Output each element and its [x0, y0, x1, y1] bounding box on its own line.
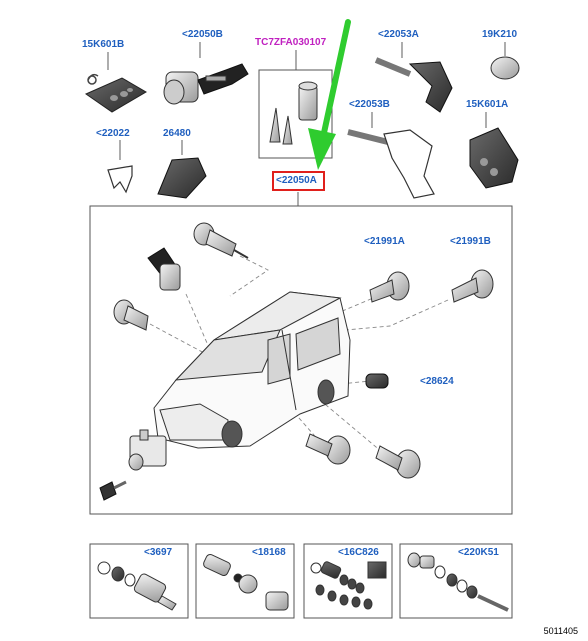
kit-box-18168 [195, 543, 295, 619]
ignition-cylinder-icon [147, 247, 181, 291]
label-3697[interactable]: <3697 [144, 547, 173, 558]
lock-part-28624-icon [365, 373, 389, 389]
figure-number: 5011405 [543, 626, 578, 636]
kit-16c826-parts-icon [310, 561, 387, 610]
label-220k51[interactable]: <220K51 [458, 547, 499, 558]
lock-cylinder-22050b-icon [163, 63, 249, 105]
label-18168[interactable]: <18168 [252, 547, 286, 558]
main-frame [89, 205, 513, 515]
remote-fob-15k601b-icon [84, 73, 147, 113]
kit-box-16c826 [303, 543, 393, 619]
label-22053a[interactable]: <22053A [378, 29, 419, 40]
tailgate-lock-icon [128, 429, 167, 471]
remote-key-15k601a-icon [469, 127, 519, 189]
clip-22022-icon [107, 165, 133, 194]
lock-cylinder-lower-right-icon [375, 445, 421, 479]
label-21991b[interactable]: <21991B [450, 236, 491, 247]
lock-cylinder-lower-left-icon [305, 433, 351, 465]
battery-19k210-icon [490, 56, 520, 80]
label-26480[interactable]: 26480 [163, 128, 191, 139]
label-16c826[interactable]: <16C826 [338, 547, 379, 558]
kit-3697-parts-icon [97, 561, 177, 611]
label-21991a[interactable]: <21991A [364, 236, 405, 247]
label-22050b[interactable]: <22050B [182, 29, 223, 40]
label-22050a[interactable]: <22050A [276, 175, 317, 186]
label-19k210[interactable]: 19K210 [482, 29, 518, 40]
repair-kit-box [258, 69, 333, 159]
green-arrow-icon [308, 19, 351, 170]
kit-box-3697 [89, 543, 189, 619]
key-22053a-icon [374, 57, 453, 113]
label-28624[interactable]: <28624 [420, 376, 454, 387]
key-cover-26480-icon [157, 157, 207, 199]
label-tc7zfa030107[interactable]: TC7ZFA030107 [255, 37, 327, 48]
van-illustration [153, 291, 351, 449]
small-key-icon [99, 480, 127, 501]
kit-220k51-parts-icon [407, 552, 509, 612]
lock-cylinder-21991b-icon [451, 269, 494, 303]
lock-cylinder-left-icon [113, 299, 149, 331]
label-22022[interactable]: <22022 [96, 128, 130, 139]
label-15k601b[interactable]: 15K601B [82, 39, 125, 50]
kit-box-220k51 [399, 543, 513, 619]
highlight-box [272, 171, 325, 191]
key-22053b-icon [347, 129, 435, 199]
label-22053b[interactable]: <22053B [349, 99, 390, 110]
label-15k601a[interactable]: 15K601A [466, 99, 509, 110]
leader-lines-top [107, 42, 506, 206]
lock-cylinder-21991a-icon [369, 271, 410, 303]
lock-cylinder-upper-left-icon [193, 222, 249, 259]
kit-18168-parts-icon [203, 553, 289, 611]
